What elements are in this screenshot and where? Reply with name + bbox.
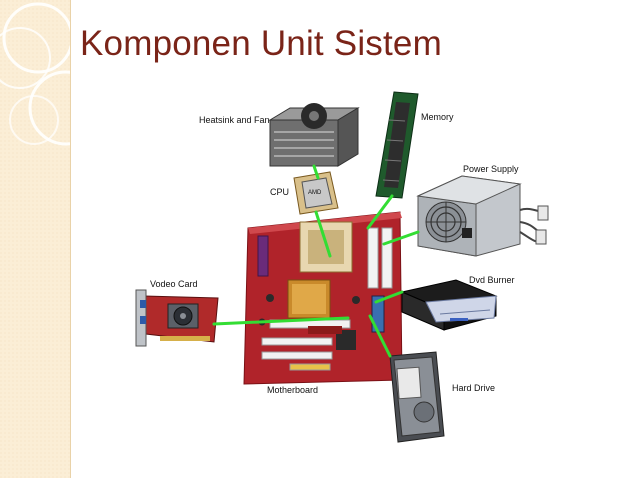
connector-dvd <box>374 290 404 304</box>
connector-video <box>212 316 350 326</box>
label-video-card: Vodeo Card <box>150 279 198 289</box>
label-dvd-burner: Dvd Burner <box>469 275 515 285</box>
label-cpu: CPU <box>270 187 290 197</box>
power-supply-icon <box>416 175 549 257</box>
connector-lines <box>212 164 420 358</box>
label-power-supply: Power Supply <box>463 164 519 174</box>
label-memory: Memory <box>421 112 454 122</box>
connector-heatsink <box>312 164 320 180</box>
connector-power <box>382 230 420 246</box>
connector-memory <box>366 194 394 230</box>
slide-title: Komponen Unit Sistem <box>80 24 442 63</box>
hard-drive-icon <box>389 351 445 443</box>
decorative-side-band <box>0 0 71 478</box>
dvd-drive-icon <box>400 279 498 331</box>
memory-module-icon <box>375 91 419 199</box>
label-hard-drive: Hard Drive <box>452 383 496 393</box>
decorative-circles-icon <box>0 0 70 478</box>
connector-hdd <box>368 314 392 358</box>
video-card-icon <box>135 289 219 347</box>
motherboard-icon <box>243 211 403 385</box>
cpu-marking: AMD <box>308 190 322 196</box>
cpu-chip-icon: AMD <box>293 171 339 215</box>
heatsink-fan-icon <box>268 103 360 167</box>
label-heatsink: Heatsink and Fan <box>199 115 270 125</box>
label-motherboard: Motherboard <box>267 385 319 395</box>
connector-cpu <box>314 210 332 258</box>
